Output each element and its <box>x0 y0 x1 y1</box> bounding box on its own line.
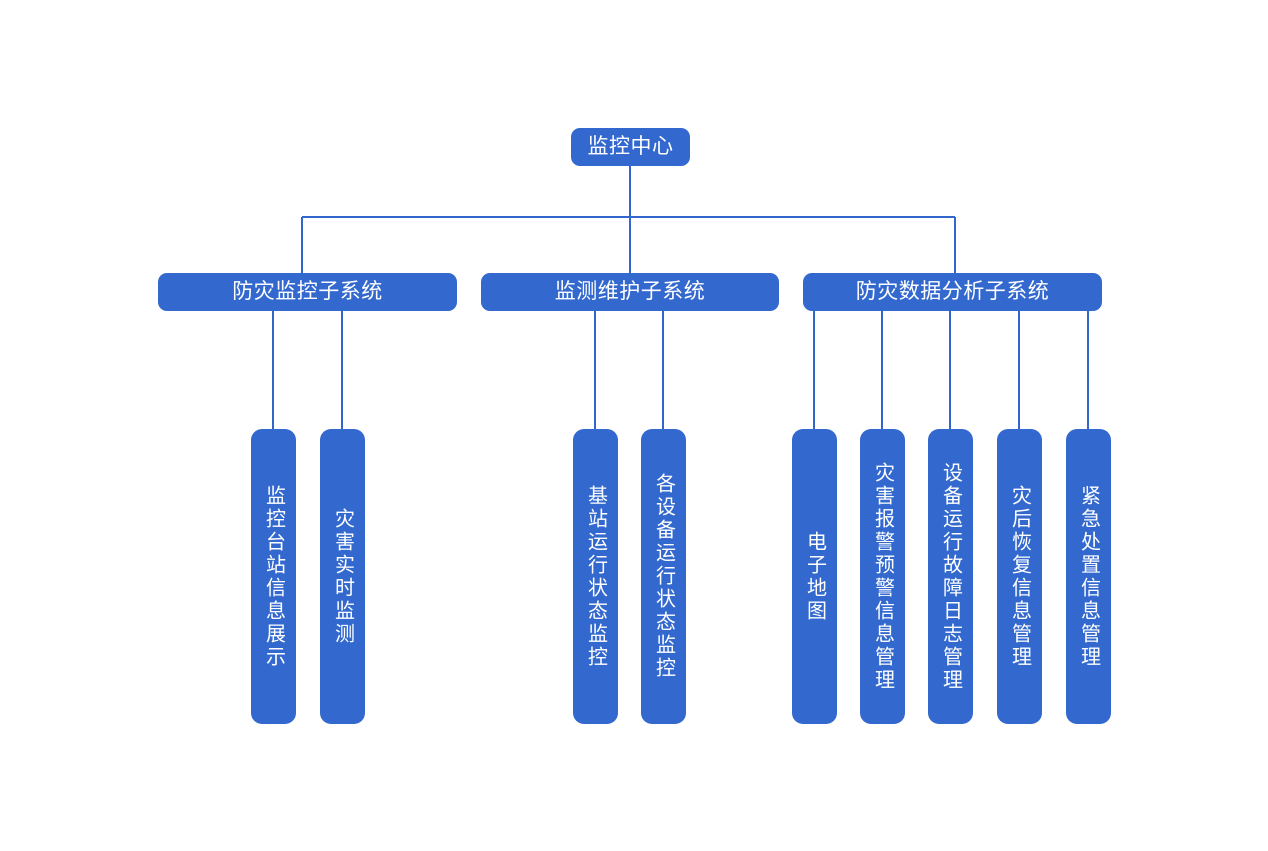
node-leaf-1-label: 监控台站信息展示 <box>262 484 285 669</box>
node-leaf-realtime-disaster-monitoring[interactable]: 灾害实时监测 <box>320 429 365 724</box>
node-leaf-electronic-map[interactable]: 电子地图 <box>792 429 837 724</box>
node-leaf-device-fault-log-management[interactable]: 设备运行故障日志管理 <box>928 429 973 724</box>
node-leaf-9-label: 紧急处置信息管理 <box>1077 484 1100 669</box>
node-leaf-base-station-status-monitoring[interactable]: 基站运行状态监控 <box>573 429 618 724</box>
node-leaf-emergency-response-info-management[interactable]: 紧急处置信息管理 <box>1066 429 1111 724</box>
node-leaf-8-label: 灾后恢复信息管理 <box>1008 484 1031 669</box>
node-subsystem-2-label: 监测维护子系统 <box>554 280 706 304</box>
node-subsystem-3[interactable]: 防灾数据分析子系统 <box>803 273 1102 311</box>
node-root-label: 监控中心 <box>587 135 674 159</box>
node-leaf-2-label: 灾害实时监测 <box>331 507 354 646</box>
node-leaf-device-status-monitoring[interactable]: 各设备运行状态监控 <box>641 429 686 724</box>
node-subsystem-1[interactable]: 防灾监控子系统 <box>158 273 457 311</box>
node-leaf-disaster-alarm-warning-info-management[interactable]: 灾害报警预警信息管理 <box>860 429 905 724</box>
node-subsystem-2[interactable]: 监测维护子系统 <box>481 273 779 311</box>
node-leaf-post-disaster-recovery-info-management[interactable]: 灾后恢复信息管理 <box>997 429 1042 724</box>
node-subsystem-3-label: 防灾数据分析子系统 <box>855 280 1050 304</box>
node-leaf-5-label: 电子地图 <box>803 530 826 623</box>
node-root[interactable]: 监控中心 <box>571 128 690 166</box>
node-leaf-6-label: 灾害报警预警信息管理 <box>871 461 894 692</box>
node-leaf-monitoring-station-info-display[interactable]: 监控台站信息展示 <box>251 429 296 724</box>
node-leaf-3-label: 基站运行状态监控 <box>584 484 607 669</box>
node-subsystem-1-label: 防灾监控子系统 <box>232 280 383 304</box>
node-leaf-4-label: 各设备运行状态监控 <box>652 473 675 680</box>
node-leaf-7-label: 设备运行故障日志管理 <box>939 461 962 692</box>
